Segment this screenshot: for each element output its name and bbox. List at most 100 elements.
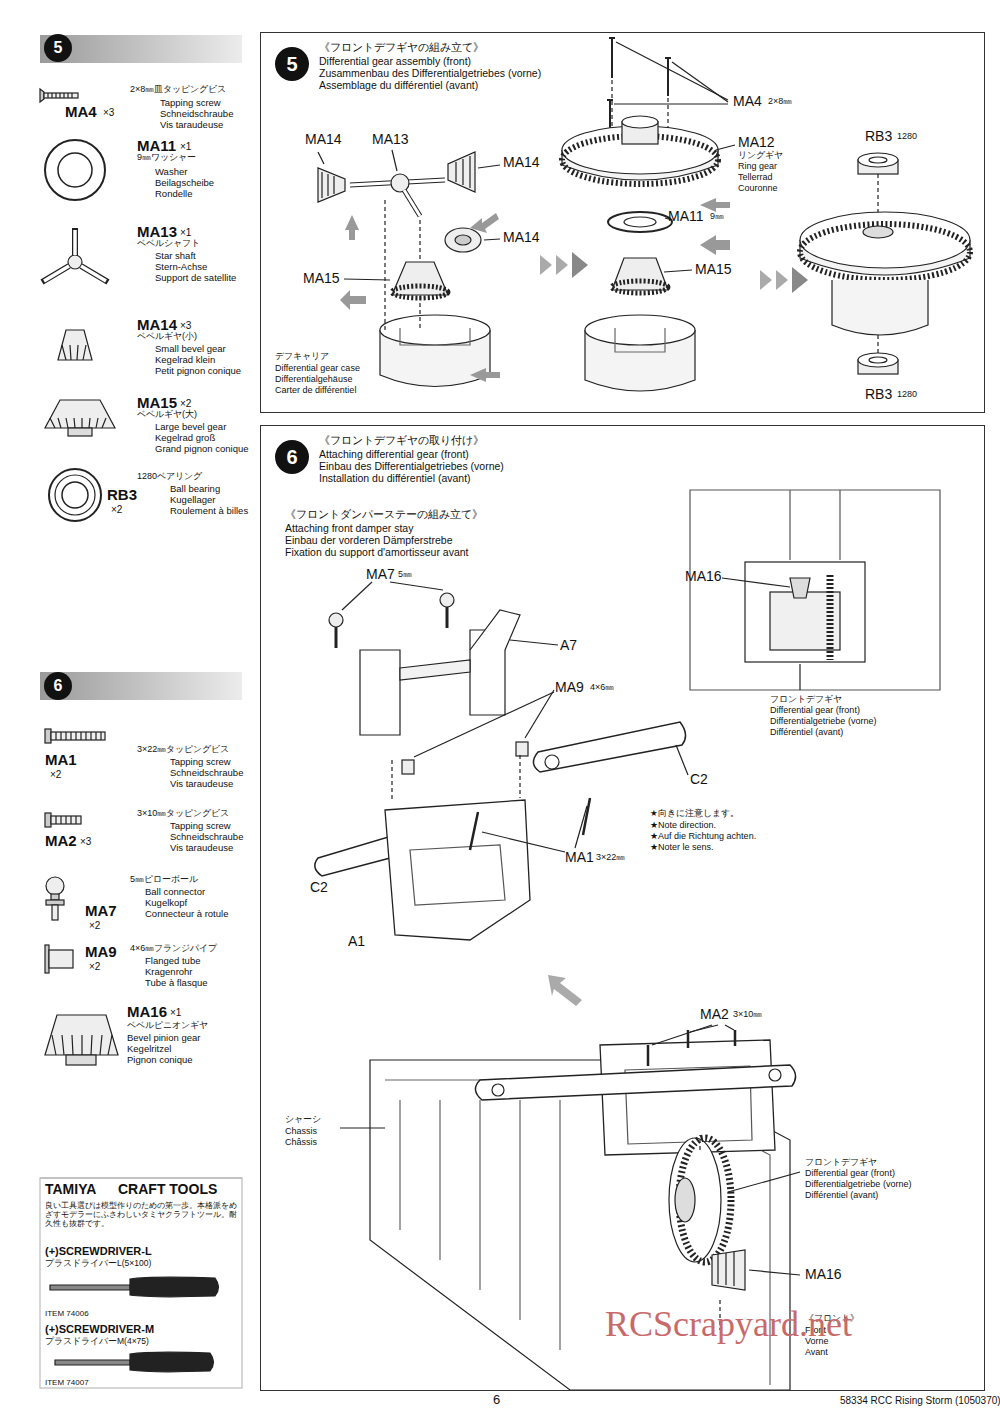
part-note: Tellerrad: [738, 173, 773, 183]
part-note: Vis taraudeuse: [160, 120, 223, 130]
part-note: ×1: [170, 1007, 181, 1018]
part-note: Tapping screw: [160, 98, 221, 108]
part-note: Stern-Achse: [155, 262, 207, 272]
part-note: ベベルシャフト: [137, 239, 200, 249]
step-title: 《フロントデフギヤの取り付け》: [319, 434, 484, 446]
part-note: ★Noter le sens.: [650, 843, 714, 853]
step-number-badge: 5: [44, 34, 72, 62]
part-note: Beilagscheibe: [155, 178, 214, 188]
step-title: Installation du différentiel (avant): [319, 473, 471, 485]
step-title: Zusammenbau des Differentialgetriebes (v…: [319, 68, 541, 80]
part-note: ×2: [89, 920, 100, 931]
part-note: Rondelle: [155, 189, 193, 199]
callout-label: RB3: [107, 487, 137, 504]
part-note: 1280ベアリング: [137, 472, 202, 482]
part-note: (+)SCREWDRIVER-L: [45, 1245, 152, 1257]
part-note: Differentialgetriebe (vorne): [805, 1180, 911, 1190]
part-note: ×2: [111, 504, 122, 515]
part-note: リングギヤ: [738, 151, 783, 160]
callout-label: MA4: [65, 104, 97, 121]
part-note: Connecteur à rotule: [145, 909, 228, 919]
callout-label: MA9: [85, 944, 117, 961]
callout-label: MA12: [738, 135, 775, 150]
part-note: フロントデフギヤ: [805, 1158, 877, 1167]
part-note: ★向きに注意します。: [650, 809, 739, 818]
part-note: ×2: [180, 398, 191, 409]
callout-label: MA16: [127, 1004, 167, 1021]
step-title: Attaching differential gear (front): [319, 449, 469, 461]
part-note: 1280: [897, 390, 917, 400]
part-note: 1280: [897, 132, 917, 142]
part-note: Differentialgehäuse: [275, 375, 352, 385]
watermark: RCScrapyard.net: [605, 1305, 852, 1345]
part-note: 2×8㎜皿タッピングビス: [130, 85, 226, 95]
part-note: 3×10㎜: [733, 1010, 762, 1020]
callout-label: MA2: [700, 1007, 729, 1022]
part-note: フロントデフギヤ: [770, 695, 842, 704]
part-note: Grand pignon conique: [155, 444, 249, 454]
part-note: 4×6㎜フランジパイプ: [130, 944, 217, 954]
part-note: Vis taraudeuse: [170, 779, 233, 789]
part-note: ×1: [180, 141, 191, 152]
part-note: Roulement à billes: [170, 506, 248, 516]
part-note: Chassis: [285, 1127, 317, 1137]
step-title: Einbau der vorderen Dämpferstrebe: [285, 535, 453, 547]
part-note: Petit pignon conique: [155, 366, 241, 376]
part-note: Tube à flasque: [145, 978, 208, 988]
part-note: (+)SCREWDRIVER-M: [45, 1323, 154, 1335]
part-note: Large bevel gear: [155, 422, 226, 432]
part-note: プラスドライバーL(5×100): [45, 1259, 151, 1268]
callout-label: MA13: [372, 132, 409, 147]
part-note: Avant: [805, 1348, 828, 1358]
step-title: 《フロントダンパーステーの組み立て》: [285, 508, 483, 520]
part-note: Tapping screw: [170, 757, 231, 767]
part-note: Couronne: [738, 184, 778, 194]
part-note: Ball connector: [145, 887, 205, 897]
step-number-badge: 5: [275, 47, 309, 81]
callout-label: TAMIYA: [45, 1182, 96, 1197]
part-note: 4×6㎜: [590, 683, 614, 693]
part-note: 6: [493, 1393, 500, 1407]
part-note: Schneidschraube: [170, 832, 243, 842]
part-note: Kugellager: [170, 495, 215, 505]
part-note: 3×10㎜タッピングビス: [137, 809, 229, 819]
part-note: Différentiel (avant): [805, 1191, 878, 1201]
callout-label: MA4: [733, 94, 762, 109]
part-note: 5㎜: [398, 570, 412, 580]
part-note: 5㎜ピローボール: [130, 875, 198, 885]
part-note: Ring gear: [738, 162, 777, 172]
part-note: Differential gear (front): [805, 1169, 895, 1179]
step-title: Assemblage du différentiel (avant): [319, 80, 478, 92]
step-number: 6: [286, 446, 297, 469]
part-note: 3×22㎜: [596, 853, 625, 863]
part-note: ×2: [89, 961, 100, 972]
callout-label: MA15: [695, 262, 732, 277]
part-note: 9㎜ワッシャー: [137, 153, 196, 163]
part-note: Differential gear (front): [770, 706, 860, 716]
callout-label: MA14: [503, 230, 540, 245]
part-note: ベベルピニオンギヤ: [127, 1021, 208, 1031]
step-title: Einbau des Differentialgetriebes (vorne): [319, 461, 504, 473]
part-note: Support de satellite: [155, 273, 236, 283]
callout-label: MA15: [303, 271, 340, 286]
callout-label: CRAFT TOOLS: [118, 1182, 217, 1197]
callout-label: RB3: [865, 129, 892, 144]
part-note: 9㎜: [710, 212, 724, 222]
part-note: Différentiel (avant): [770, 728, 843, 738]
part-note: Bevel pinion gear: [127, 1033, 200, 1043]
part-note: 良い工具選びは模型作りのための第一歩。本格派をめざすモデラーにふさわしいタミヤク…: [45, 1202, 240, 1228]
callout-label: MA9: [555, 680, 584, 695]
step-title: Differential gear assembly (front): [319, 56, 471, 68]
callout-label: MA1: [45, 752, 77, 769]
part-note: デフキャリア: [275, 352, 329, 361]
step-number: 6: [54, 677, 63, 695]
callout-label: MA2: [45, 833, 77, 850]
part-note: Carter de différentiel: [275, 386, 356, 396]
part-note: Ball bearing: [170, 484, 220, 494]
callout-label: MA7: [366, 567, 395, 582]
step-number-badge: 6: [275, 440, 309, 474]
part-note: ベベルギヤ(小): [137, 332, 197, 342]
part-note: Kegelritzel: [127, 1044, 171, 1054]
step-number: 5: [286, 53, 297, 76]
part-note: ×2: [50, 769, 61, 780]
